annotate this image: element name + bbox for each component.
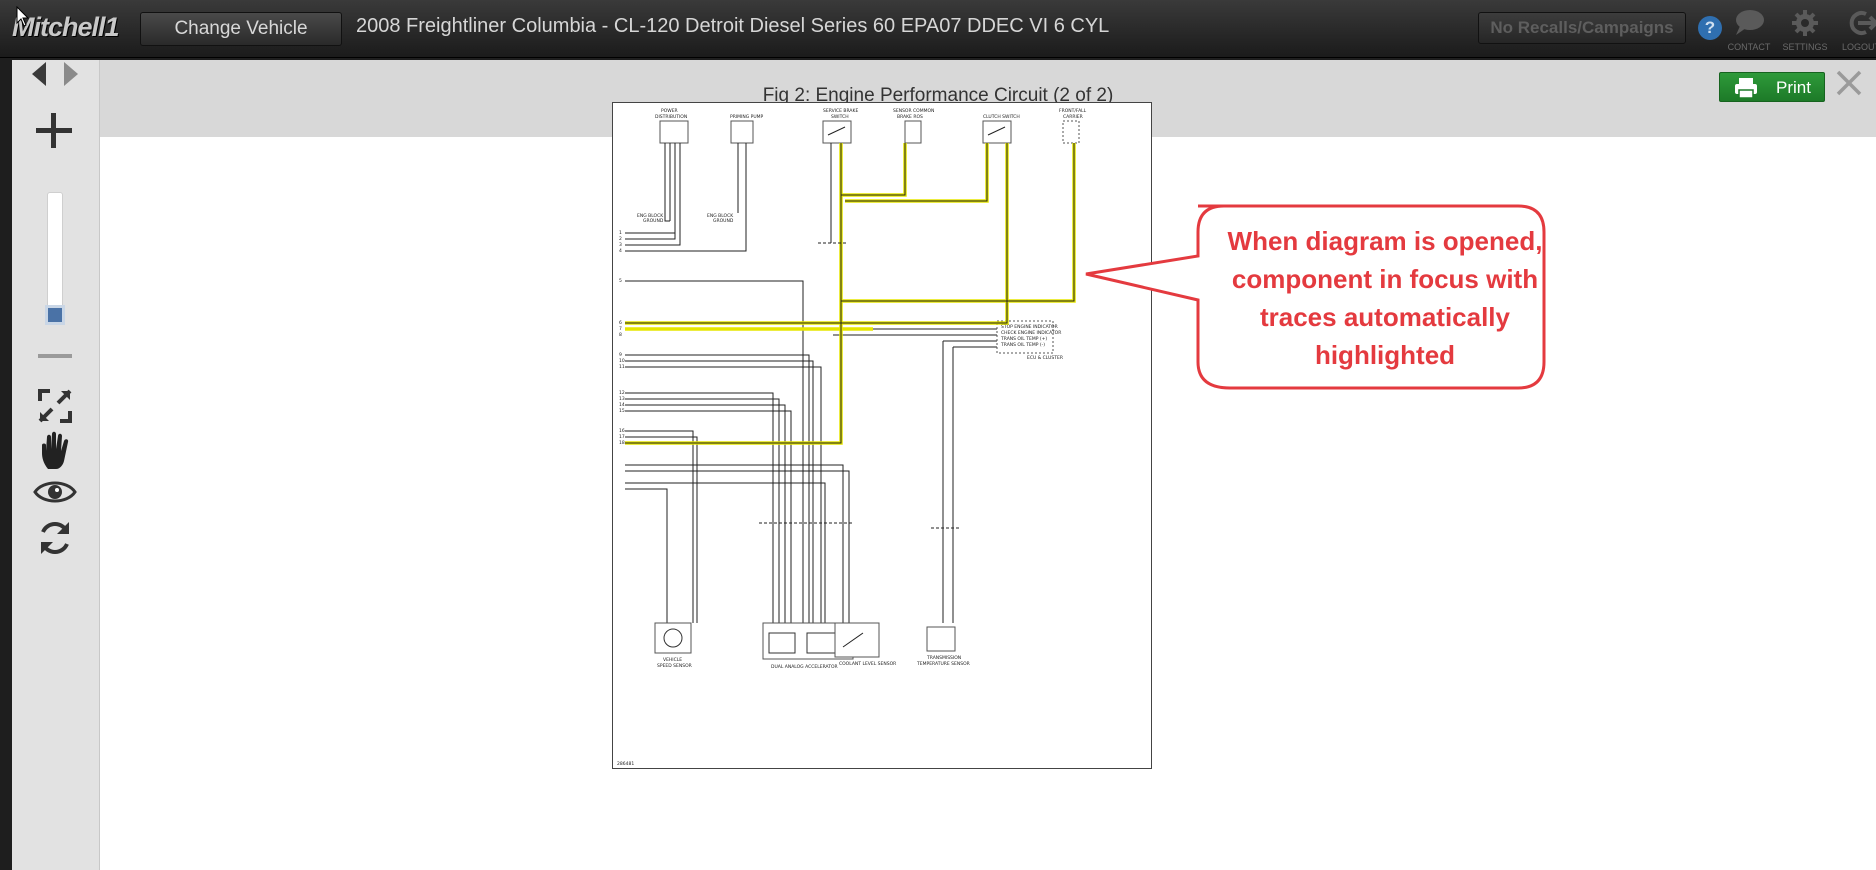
svg-text:CARRIER: CARRIER — [1063, 114, 1083, 120]
pan-hand-icon[interactable] — [38, 431, 74, 476]
callout-bubble — [1085, 204, 1546, 390]
svg-text:13: 13 — [619, 396, 625, 402]
svg-text:9: 9 — [619, 352, 622, 358]
svg-text:TRANS OIL TEMP (-): TRANS OIL TEMP (-) — [1000, 342, 1045, 348]
svg-text:ECU & CLUSTER: ECU & CLUSTER — [1027, 355, 1063, 361]
svg-text:10: 10 — [619, 358, 625, 364]
svg-text:ENG BLOCK: ENG BLOCK — [707, 213, 734, 219]
svg-text:CHECK ENGINE INDICATOR: CHECK ENGINE INDICATOR — [1001, 330, 1061, 336]
view-eye-icon[interactable] — [33, 478, 77, 511]
zoom-slider-handle[interactable] — [45, 305, 65, 325]
svg-text:7: 7 — [619, 326, 622, 332]
svg-text:STOP ENGINE INDICATOR: STOP ENGINE INDICATOR — [1001, 324, 1058, 330]
right-module-ecu: STOP ENGINE INDICATOR CHECK ENGINE INDIC… — [1000, 324, 1063, 361]
svg-text:18: 18 — [619, 440, 625, 446]
callout-text: When diagram is opened, component in foc… — [1227, 226, 1543, 370]
svg-text:14: 14 — [619, 402, 625, 408]
wiring-diagram-canvas: .w { stroke: #222; stroke-width: 1; fill… — [617, 108, 1087, 767]
change-vehicle-button[interactable]: Change Vehicle — [140, 12, 342, 46]
svg-text:BRAKE ROS: BRAKE ROS — [897, 114, 923, 120]
svg-text:6: 6 — [619, 320, 622, 326]
zoom-out-icon[interactable] — [38, 354, 72, 358]
figure-title: Fig 2: Engine Performance Circuit (2 of … — [762, 85, 1114, 106]
svg-text:SENSOR COMMON: SENSOR COMMON — [893, 108, 934, 114]
svg-text:POWER: POWER — [661, 108, 678, 114]
logout-button[interactable]: LOGOUT — [1834, 8, 1876, 52]
zoom-slider-track[interactable] — [47, 192, 63, 320]
bottom-component-coolant-level-sensor: COOLANT LEVEL SENSOR — [834, 622, 896, 667]
prev-arrow-icon[interactable] — [26, 60, 52, 93]
mouse-cursor-icon — [16, 5, 30, 33]
svg-text:SWITCH: SWITCH — [831, 114, 849, 120]
contact-label: CONTACT — [1727, 42, 1771, 52]
recalls-campaigns-button[interactable]: No Recalls/Campaigns — [1478, 12, 1686, 44]
contact-button[interactable]: CONTACT — [1722, 8, 1776, 52]
figure-id: 286481 — [617, 761, 634, 767]
print-button[interactable]: Print — [1719, 72, 1825, 102]
svg-text:12: 12 — [619, 390, 625, 396]
svg-text:COOLANT LEVEL SENSOR: COOLANT LEVEL SENSOR — [839, 661, 896, 667]
svg-text:DISTRIBUTION: DISTRIBUTION — [655, 114, 687, 120]
reset-icon[interactable] — [35, 518, 75, 563]
svg-text:ENG BLOCK: ENG BLOCK — [637, 213, 664, 219]
highlighted-traces — [625, 143, 1076, 445]
svg-text:8: 8 — [619, 332, 622, 338]
svg-text:TEMPERATURE SENSOR: TEMPERATURE SENSOR — [916, 661, 970, 667]
svg-text:11: 11 — [619, 364, 625, 370]
logout-icon — [1834, 8, 1876, 40]
svg-text:PRIMING PUMP: PRIMING PUMP — [730, 114, 764, 120]
gear-icon — [1778, 8, 1832, 40]
svg-text:15: 15 — [619, 408, 625, 414]
svg-text:3: 3 — [619, 242, 622, 248]
svg-text:4: 4 — [619, 248, 622, 254]
svg-text:SPEED SENSOR: SPEED SENSOR — [657, 663, 692, 669]
top-component-clutch-switch: CLUTCH SWITCH — [982, 114, 1020, 144]
top-navigation-bar: Mitchell1 Change Vehicle 2008 Freightlin… — [0, 0, 1876, 58]
close-icon[interactable] — [1832, 66, 1866, 100]
top-component-priming-pump: PRIMING PUMP — [730, 114, 764, 144]
svg-text:VEHICLE: VEHICLE — [663, 657, 682, 663]
svg-text:GROUND: GROUND — [713, 218, 734, 224]
mitchell1-logo: Mitchell1 — [12, 12, 120, 42]
svg-text:CLUTCH SWITCH: CLUTCH SWITCH — [983, 114, 1020, 120]
svg-text:16: 16 — [619, 428, 625, 434]
next-arrow-icon[interactable] — [58, 60, 84, 93]
chat-bubble-icon — [1722, 8, 1776, 40]
logout-label: LOGOUT — [1841, 42, 1876, 52]
settings-label: SETTINGS — [1782, 42, 1828, 52]
fit-screen-icon[interactable] — [36, 387, 74, 430]
svg-text:GROUND: GROUND — [643, 218, 664, 224]
settings-button[interactable]: SETTINGS — [1778, 8, 1832, 52]
svg-text:TRANSMISSION: TRANSMISSION — [926, 655, 961, 661]
help-icon[interactable]: ? — [1698, 16, 1722, 40]
svg-text:17: 17 — [619, 434, 625, 440]
svg-text:TRANS OIL TEMP (+): TRANS OIL TEMP (+) — [1000, 336, 1047, 342]
print-label: Print — [1776, 78, 1811, 97]
zoom-in-icon[interactable] — [32, 112, 76, 153]
svg-text:1: 1 — [619, 230, 622, 236]
svg-text:DUAL ANALOG ACCELERATOR: DUAL ANALOG ACCELERATOR — [771, 664, 838, 670]
wiring-diagram[interactable]: .w { stroke: #222; stroke-width: 1; fill… — [612, 102, 1152, 769]
svg-text:5: 5 — [619, 278, 622, 284]
viewer-toolbar — [12, 60, 100, 870]
svg-text:2: 2 — [619, 236, 622, 242]
vehicle-title: 2008 Freightliner Columbia - CL-120 Detr… — [356, 15, 1110, 37]
svg-text:FRONT/FALL: FRONT/FALL — [1059, 108, 1087, 114]
printer-icon — [1734, 78, 1758, 103]
svg-text:SERVICE BRAKE: SERVICE BRAKE — [823, 108, 858, 114]
